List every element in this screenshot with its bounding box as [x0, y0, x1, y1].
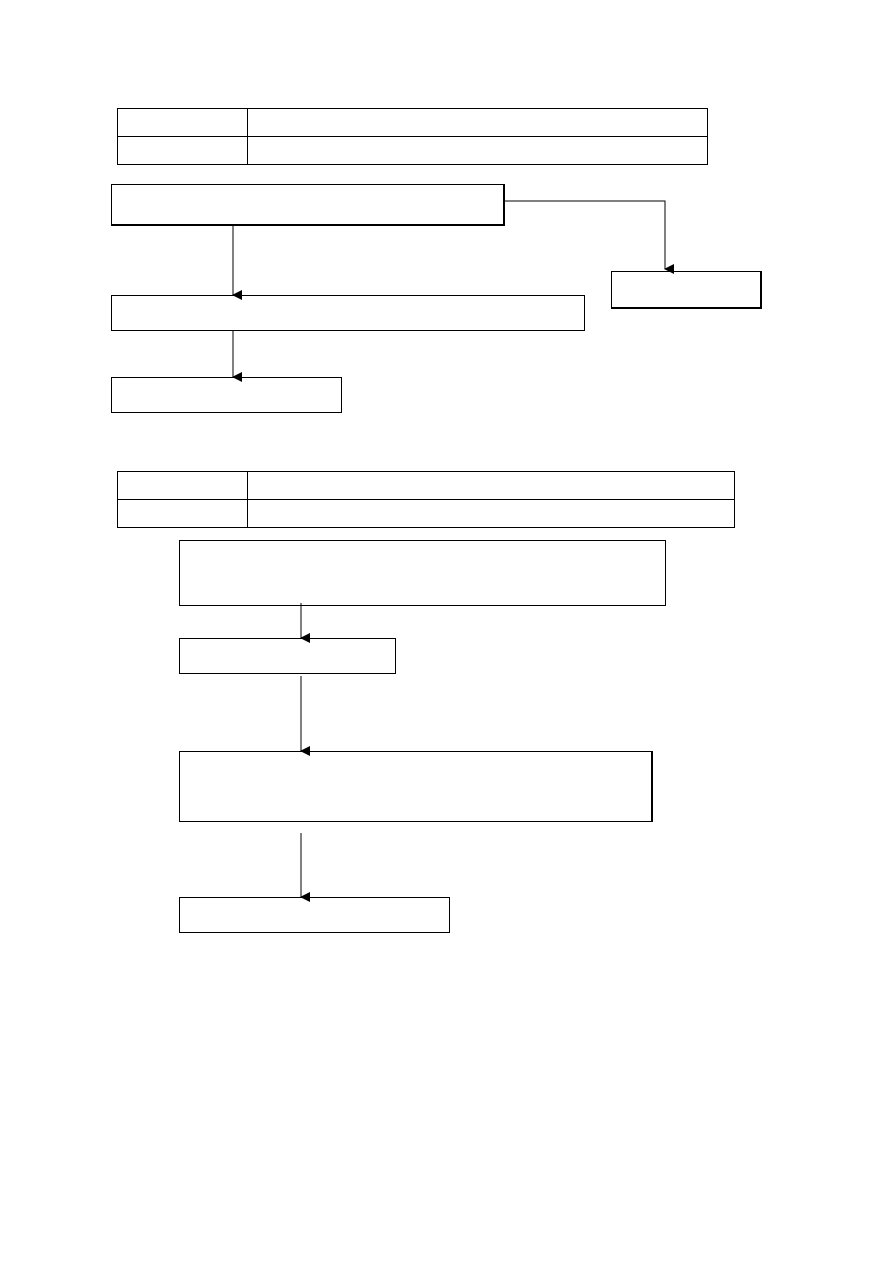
table-cell — [247, 471, 735, 500]
table-row — [117, 108, 708, 137]
table-row — [117, 499, 735, 528]
upper-start-box — [111, 184, 505, 226]
table-cell — [117, 108, 248, 137]
connector-arrow — [505, 200, 674, 274]
upper-end-box — [111, 377, 342, 413]
lower-step2-box — [179, 638, 396, 674]
lower-step3-box — [179, 751, 653, 822]
lower-header-table — [117, 471, 735, 528]
table-cell — [247, 108, 708, 137]
table-cell — [117, 499, 248, 528]
table-row — [117, 471, 735, 500]
lower-step4-box — [179, 897, 450, 933]
table-row — [117, 136, 708, 165]
upper-side-box — [611, 271, 762, 309]
upper-middle-box — [111, 295, 585, 331]
table-cell — [247, 499, 735, 528]
table-cell — [117, 471, 248, 500]
table-cell — [247, 136, 708, 165]
upper-header-table — [117, 108, 708, 165]
lower-step1-box — [179, 540, 666, 606]
table-cell — [117, 136, 248, 165]
